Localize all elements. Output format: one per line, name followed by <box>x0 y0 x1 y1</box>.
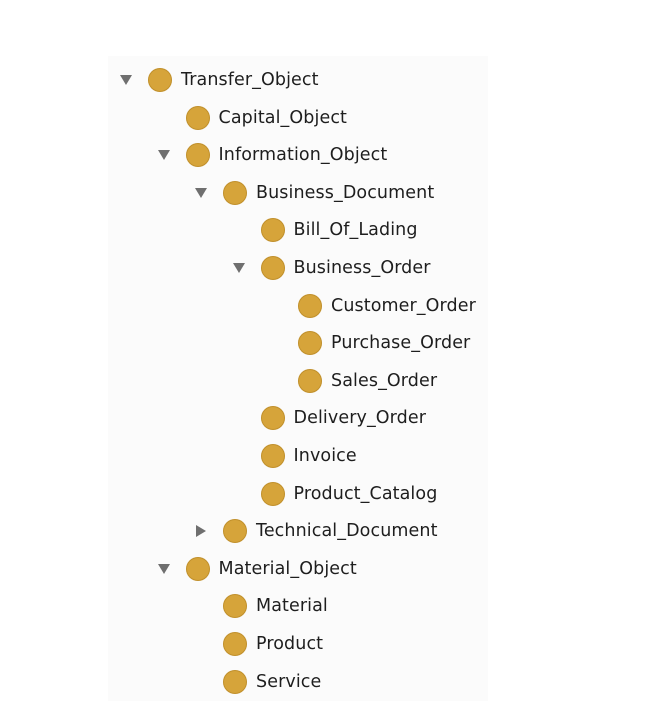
class-circle-icon <box>260 406 285 431</box>
class-circle-icon <box>223 180 247 205</box>
tree-node-label: Service <box>256 671 322 692</box>
tree-node-label: Business_Order <box>293 258 431 278</box>
tree-node-label: Capital_Object <box>218 107 348 128</box>
tree-node-material[interactable]: Material <box>193 590 328 622</box>
class-circle-icon <box>185 105 210 130</box>
tree-node-product[interactable]: Product <box>193 628 323 660</box>
class-circle-icon <box>260 256 285 280</box>
tree-node-invoice[interactable]: Invoice <box>231 440 357 472</box>
class-circle-icon <box>148 68 172 92</box>
tree-node-transfer-object[interactable]: Transfer_Object <box>118 64 319 96</box>
tree-node-label: Sales_Order <box>331 370 438 391</box>
tree-node-purchase-order[interactable]: Purchase_Order <box>268 327 470 359</box>
tree-node-delivery-order[interactable]: Delivery_Order <box>231 402 427 434</box>
tree-node-material-object[interactable]: Material_Object <box>156 553 357 585</box>
tree-node-label: Material <box>256 596 328 617</box>
tree-node-service[interactable]: Service <box>193 666 321 698</box>
class-circle-icon <box>298 293 322 318</box>
tree-node-product-catalog[interactable]: Product_Catalog <box>231 478 438 510</box>
tree-node-business-document[interactable]: Business_Document <box>193 177 434 209</box>
expanded-triangle-icon[interactable] <box>118 72 134 88</box>
class-circle-icon <box>223 594 247 619</box>
class-hierarchy-tree[interactable]: Transfer_Object Capital_Object Informati… <box>108 56 488 701</box>
class-circle-icon <box>260 481 285 506</box>
expanded-triangle-icon[interactable] <box>231 260 247 276</box>
expanded-triangle-icon[interactable] <box>193 185 209 201</box>
tree-node-bill-of-lading[interactable]: Bill_Of_Lading <box>231 214 418 246</box>
class-circle-icon <box>223 632 247 656</box>
tree-node-label: Product_Catalog <box>293 483 438 504</box>
tree-node-sales-order[interactable]: Sales_Order <box>268 365 437 397</box>
class-circle-icon <box>298 368 322 393</box>
class-circle-icon <box>223 669 247 694</box>
class-circle-icon <box>185 143 210 168</box>
tree-node-label: Product <box>256 634 324 654</box>
expanded-triangle-icon[interactable] <box>156 561 172 577</box>
class-circle-icon <box>185 556 210 581</box>
tree-node-label: Purchase_Order <box>331 333 471 354</box>
tree-node-label: Transfer_Object <box>181 70 319 90</box>
expanded-triangle-icon[interactable] <box>156 147 172 163</box>
tree-node-business-order[interactable]: Business_Order <box>231 252 431 284</box>
tree-node-label: Business_Document <box>256 182 435 203</box>
class-circle-icon <box>260 444 285 468</box>
tree-node-label: Information_Object <box>218 145 388 166</box>
tree-node-label: Material_Object <box>218 558 357 579</box>
tree-node-information-object[interactable]: Information_Object <box>156 139 388 171</box>
tree-node-label: Customer_Order <box>331 295 476 316</box>
tree-node-label: Invoice <box>293 446 357 466</box>
collapsed-triangle-icon[interactable] <box>193 523 209 539</box>
tree-node-customer-order[interactable]: Customer_Order <box>268 290 476 322</box>
tree-node-label: Delivery_Order <box>293 408 427 429</box>
tree-node-capital-object[interactable]: Capital_Object <box>156 102 348 134</box>
class-circle-icon <box>298 331 322 356</box>
tree-node-label: Bill_Of_Lading <box>293 220 418 241</box>
tree-node-label: Technical_Document <box>256 521 438 542</box>
tree-node-technical-document[interactable]: Technical_Document <box>193 515 438 547</box>
class-circle-icon <box>223 519 247 544</box>
class-circle-icon <box>260 218 285 243</box>
